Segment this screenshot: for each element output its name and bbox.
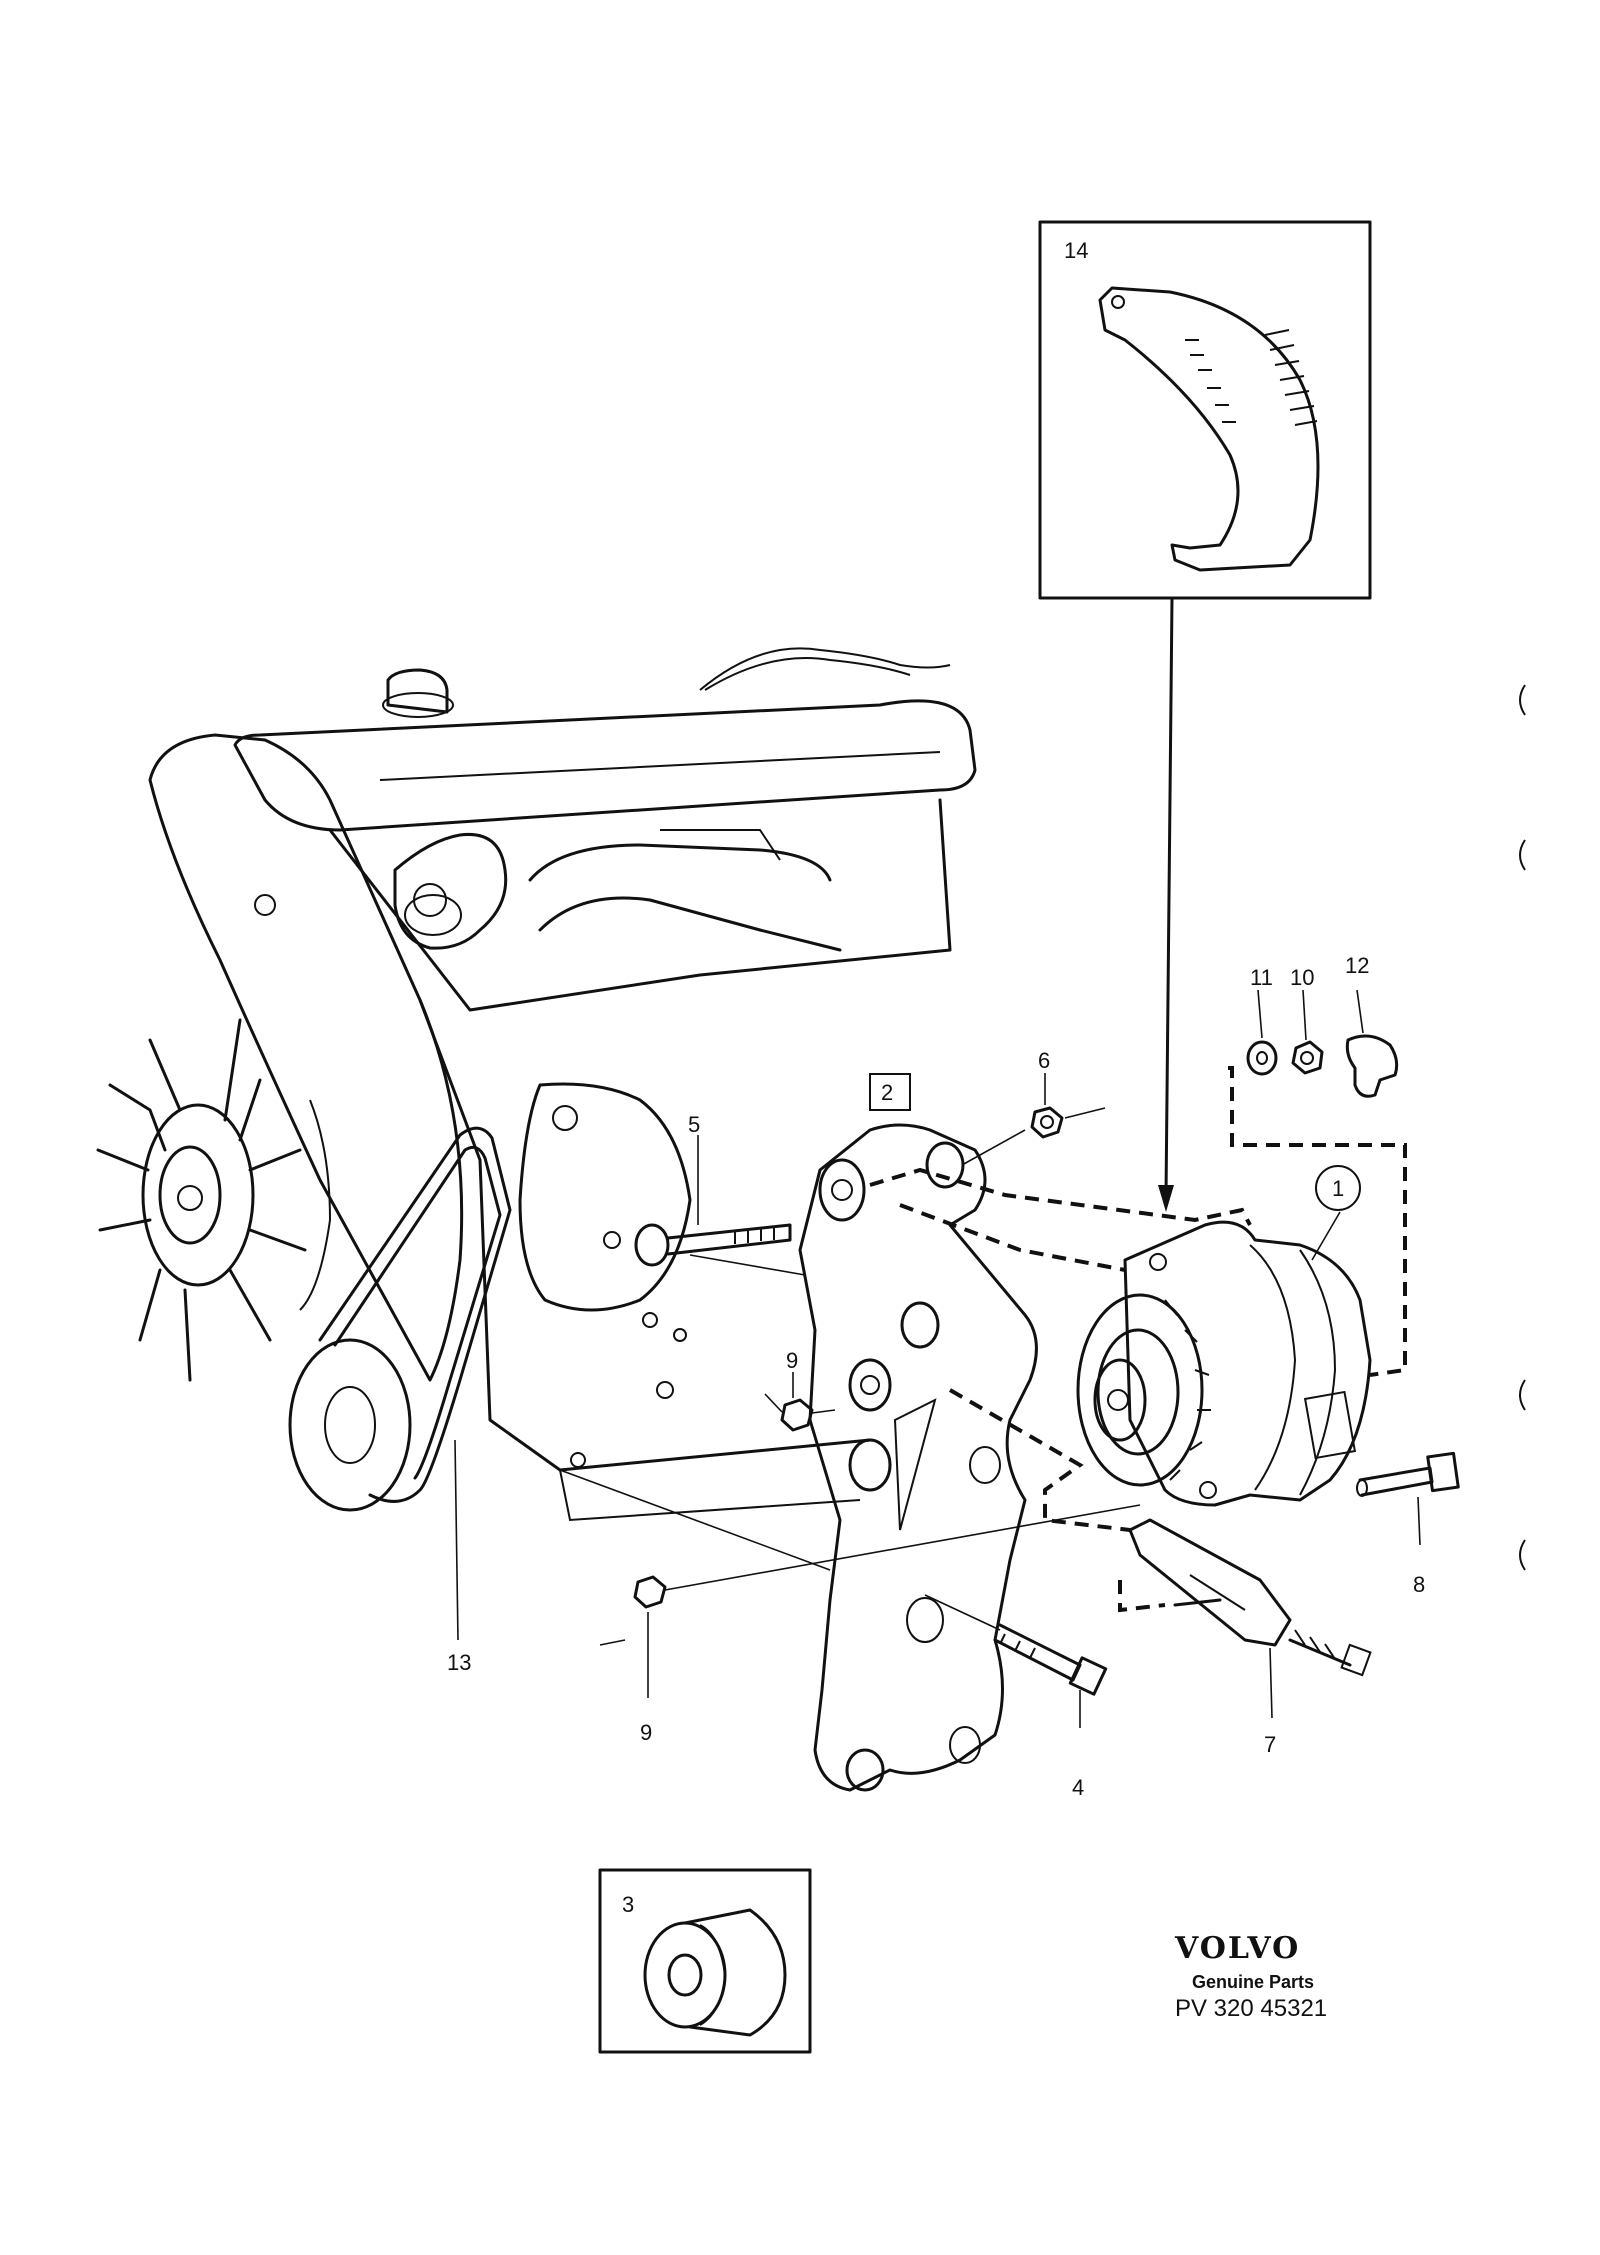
nut-10 [1291,1040,1324,1075]
callout-9-lower: 9 [640,1720,652,1745]
engine-block [148,647,977,1522]
brand-block: VOLVO Genuine Parts PV 320 45321 [1174,1931,1327,2022]
nut-9-lower [633,1575,667,1609]
callout-2: 2 [881,1080,893,1105]
callout-3: 3 [622,1892,634,1917]
callout-12: 12 [1345,953,1369,978]
callout-11: 11 [1250,965,1273,990]
volvo-logo: VOLVO [1174,1931,1300,1966]
callout-13: 13 [447,1650,471,1675]
bolt-4 [993,1623,1108,1696]
terminal-cap-12 [1345,1034,1399,1098]
callout-14: 14 [1064,238,1088,263]
nut-9-upper [780,1398,814,1432]
callout-labels: 14 11 10 12 6 5 9 8 7 4 9 13 3 2 1 [447,238,1425,1917]
callout-1: 1 [1332,1176,1344,1201]
arrow-inset-to-alternator [1158,596,1174,1212]
nut-6 [1030,1106,1064,1139]
mounting-bracket [798,1123,1038,1792]
callout-8: 8 [1413,1572,1425,1597]
callout-7: 7 [1264,1732,1276,1757]
washer-11 [1246,1040,1278,1076]
margin-marks [1519,684,1526,1571]
part-reference: PV 320 45321 [1175,1995,1327,2022]
cooling-fan [96,1018,332,1382]
callout-10: 10 [1290,965,1314,990]
callout-4: 4 [1072,1775,1084,1800]
callout-6: 6 [1038,1048,1050,1073]
genuine-parts-label: Genuine Parts [1192,1972,1314,1992]
bolt-8 [1356,1451,1460,1497]
leader-lines [454,989,1421,1728]
assembly-dash-lines [869,1066,1407,1613]
bolt-5 [634,1223,792,1267]
inset-box-bushing [598,1868,812,2054]
adjusting-link [1128,1518,1372,1677]
callout-5: 5 [688,1112,700,1137]
inset-box-heat-shield [1038,220,1372,600]
drive-belt [288,1126,512,1512]
callout-9-upper: 9 [786,1348,798,1373]
alternator [1076,1220,1372,1507]
